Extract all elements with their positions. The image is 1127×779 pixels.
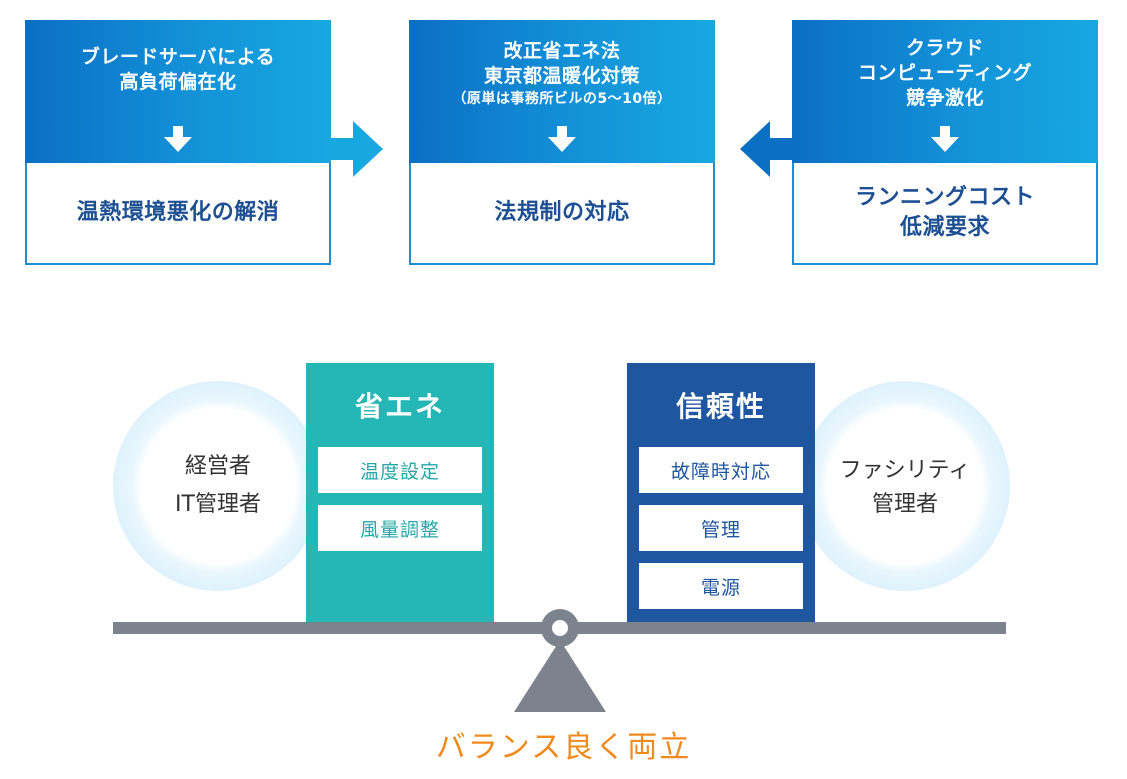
cause-note: （原単は事務所ビルの5〜10倍） <box>452 91 672 107</box>
right-stakeholder-halo <box>800 381 1010 591</box>
stakeholder-line: ファシリティ <box>839 458 971 483</box>
stakeholder-line: 管理者 <box>871 492 938 517</box>
down-arrow-icon <box>548 126 576 152</box>
down-arrow-icon <box>164 126 192 152</box>
pillar-item: 電源 <box>639 563 803 609</box>
pillar-item: 温度設定 <box>318 447 482 493</box>
pillar-title: 省エネ <box>354 390 445 423</box>
stakeholder-line: 経営者 <box>184 454 251 479</box>
right-stakeholder: ファシリティ 管理者 <box>800 381 1010 591</box>
cause-text: 改正省エネ法 東京都温暖化対策 （原単は事務所ビルの5〜10倍） <box>409 20 715 120</box>
flow-box-header: 改正省エネ法 東京都温暖化対策 （原単は事務所ビルの5〜10倍） <box>409 20 715 163</box>
left-stakeholder: 経営者 IT管理者 <box>113 381 323 591</box>
cause-line: 競争激化 <box>905 86 984 109</box>
left-stakeholder-halo <box>113 381 323 591</box>
result-text: 温熱環境悪化の解消 <box>27 163 329 263</box>
energy-saving-pillar: 省エネ 温度設定 風量調整 <box>306 363 494 622</box>
flow-box-header: ブレードサーバによる 高負荷偏在化 <box>25 20 331 163</box>
stakeholder-line: IT管理者 <box>175 492 261 517</box>
cause-line: 東京都温暖化対策 <box>483 65 640 87</box>
flow-box-heat: ブレードサーバによる 高負荷偏在化 温熱環境悪化の解消 <box>25 20 331 265</box>
flow-box-regulation: 改正省エネ法 東京都温暖化対策 （原単は事務所ビルの5〜10倍） 法規制の対応 <box>409 20 715 265</box>
cause-line: ブレードサーバによる <box>80 46 276 68</box>
flow-box-cost: クラウド コンピューティング 競争激化 ランニングコスト 低減要求 <box>792 20 1098 265</box>
left-arrow-icon <box>740 121 794 177</box>
balance-tagline: バランス良く両立 <box>435 730 692 765</box>
pillar-item: 故障時対応 <box>639 447 803 493</box>
flow-box-header: クラウド コンピューティング 競争激化 <box>792 20 1098 163</box>
cause-line: 高負荷偏在化 <box>119 71 237 93</box>
reliability-pillar: 信頼性 故障時対応 管理 電源 <box>627 363 815 622</box>
cause-text: ブレードサーバによる 高負荷偏在化 <box>25 20 331 116</box>
pillar-item: 風量調整 <box>318 505 482 551</box>
result-line: ランニングコスト <box>854 185 1035 210</box>
right-arrow-icon <box>329 121 383 177</box>
cause-line: 改正省エネ法 <box>503 40 621 62</box>
pillar-item: 管理 <box>639 505 803 551</box>
down-arrow-icon <box>931 126 959 152</box>
result-line: 法規制の対応 <box>494 200 630 225</box>
result-text: ランニングコスト 低減要求 <box>794 163 1096 263</box>
balance-beam <box>113 622 1006 634</box>
result-line: 低減要求 <box>899 215 990 240</box>
cause-line: クラウド <box>905 36 984 59</box>
cause-text: クラウド コンピューティング 競争激化 <box>792 20 1098 120</box>
pillar-title: 信頼性 <box>675 390 766 423</box>
cause-line: コンピューティング <box>857 61 1033 84</box>
result-text: 法規制の対応 <box>411 163 713 263</box>
result-line: 温熱環境悪化の解消 <box>76 200 280 225</box>
